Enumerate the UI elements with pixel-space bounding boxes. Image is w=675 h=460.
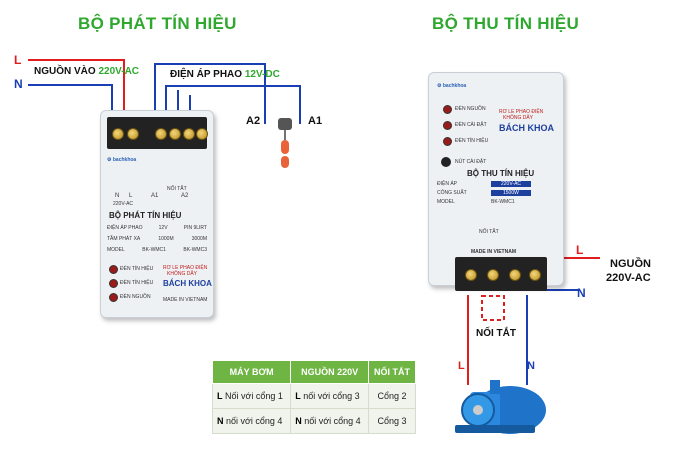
table-header-bridge: NỐI TẮT [367, 360, 417, 384]
transmitter-terminal-A2: A2 [181, 193, 189, 199]
transmitter-terminal-N: N [115, 193, 120, 199]
wire-label-N-right: N [577, 286, 586, 300]
receiver-relay-line2: KHÔNG DÂY [503, 115, 534, 121]
table-row: L Nối với cổng 1 L nối với cổng 3 Cổng 2 [211, 383, 417, 409]
receiver-setup-label: NÚT CÀI ĐẶT [455, 159, 487, 165]
transmitter-brand: BÁCH KHOA [163, 279, 212, 288]
float-voltage-label: ĐIỆN ÁP PHAO 12V-DC [170, 69, 280, 80]
wire-label-L-right: L [576, 243, 584, 257]
transmitter-led-label-1: ĐÈN TÍN HIỆU [120, 266, 154, 272]
transmitter-made-in: MADE IN VIETNAM [163, 297, 208, 303]
wire-N-transmitter [28, 84, 113, 117]
receiver-led-label-1: ĐÈN NGUỒN [455, 106, 486, 112]
transmitter-logo: ⚙ bachkhoa [107, 157, 137, 163]
receiver-led-1 [443, 105, 452, 114]
receiver-device: ⚙ bachkhoa ĐÈN NGUỒN ĐÈN CÀI ĐẶT ĐÈN TÍN… [428, 72, 564, 291]
receiver-brand: BÁCH KHOA [499, 123, 554, 133]
table-header-pump: MÁY BƠM [211, 360, 292, 384]
table-cell: Cổng 3 [367, 408, 417, 434]
transmitter-sub-label: 220V-AC [113, 201, 134, 207]
wire-label-L-pump: L [458, 360, 465, 372]
transmitter-led-2 [109, 279, 118, 288]
wire-label-N-left: N [14, 77, 23, 91]
bridge-marker [481, 295, 505, 321]
water-pump-icon [455, 380, 546, 434]
wire-label-L-left: L [14, 53, 22, 67]
transmitter-relay-line1: RƠ LE PHAO ĐIỆN [163, 265, 208, 271]
receiver-device-title: BỘ THU TÍN HIỆU [467, 169, 535, 178]
receiver-logo: ⚙ bachkhoa [437, 83, 467, 89]
table-cell: L nối với cổng 3 [290, 383, 369, 409]
transmitter-led-label-2: ĐÈN TÍN HIỆU [120, 280, 154, 286]
transmitter-device: ⚙ bachkhoa N L A1 A2 220V-AC NỐI TẮT BỘ … [100, 110, 214, 318]
transmitter-terminal-block [107, 117, 208, 149]
receiver-led-label-2: ĐÈN CÀI ĐẶT [455, 122, 487, 128]
receiver-relay-line1: RƠ LE PHAO ĐIỆN [499, 109, 544, 115]
receiver-bridge-label: NỐI TẮT [479, 229, 499, 235]
transmitter-terminal-A1: A1 [151, 193, 159, 199]
table-row: N nối với cổng 4 N nối với cổng 4 Cổng 3 [211, 408, 417, 434]
table-cell: Cổng 2 [367, 383, 417, 409]
receiver-setup-button[interactable] [441, 157, 451, 167]
receiver-led-3 [443, 137, 452, 146]
receiver-power-label-2: 220V-AC [606, 272, 651, 284]
receiver-power-label-1: NGUỒN [610, 258, 651, 270]
wire-label-A1: A1 [308, 115, 323, 127]
table-cell: N nối với cổng 4 [211, 408, 292, 434]
receiver-led-2 [443, 121, 452, 130]
transmitter-led-label-3: ĐÈN NGUỒN [120, 294, 151, 300]
wire-A2 [154, 63, 266, 124]
table-header-power: NGUỒN 220V [290, 360, 369, 384]
power-in-label: NGUỒN VÀO 220V-AC [34, 66, 140, 77]
bridge-label: NỐI TẮT [476, 328, 516, 339]
transmitter-led-1 [109, 265, 118, 274]
transmitter-title: BỘ PHÁT TÍN HIỆU [78, 14, 237, 33]
wire-L-transmitter [28, 59, 125, 117]
transmitter-device-title: BỘ PHÁT TÍN HIỆU [109, 211, 182, 220]
table-cell: N nối với cổng 4 [290, 408, 369, 434]
wire-A1 [165, 85, 301, 124]
wire-label-A2: A2 [246, 115, 261, 127]
receiver-title: BỘ THU TÍN HIỆU [432, 14, 580, 33]
transmitter-led-3 [109, 293, 118, 302]
table-cell: L Nối với cổng 1 [211, 383, 292, 409]
wire-label-N-pump: N [527, 360, 535, 372]
transmitter-relay-line2: KHÔNG DÂY [167, 271, 198, 277]
float-switch-icon [278, 118, 292, 168]
transmitter-bridge-label: NỐI TẮT [167, 186, 187, 192]
receiver-made-in: MADE IN VIETNAM [471, 249, 516, 255]
wiring-table: MÁY BƠM NGUỒN 220V NỐI TẮT L Nối với cổn… [211, 360, 417, 434]
transmitter-terminal-L: L [129, 193, 133, 199]
receiver-terminal-block [455, 257, 547, 291]
receiver-led-label-3: ĐÈN TÍN HIỆU [455, 138, 489, 144]
